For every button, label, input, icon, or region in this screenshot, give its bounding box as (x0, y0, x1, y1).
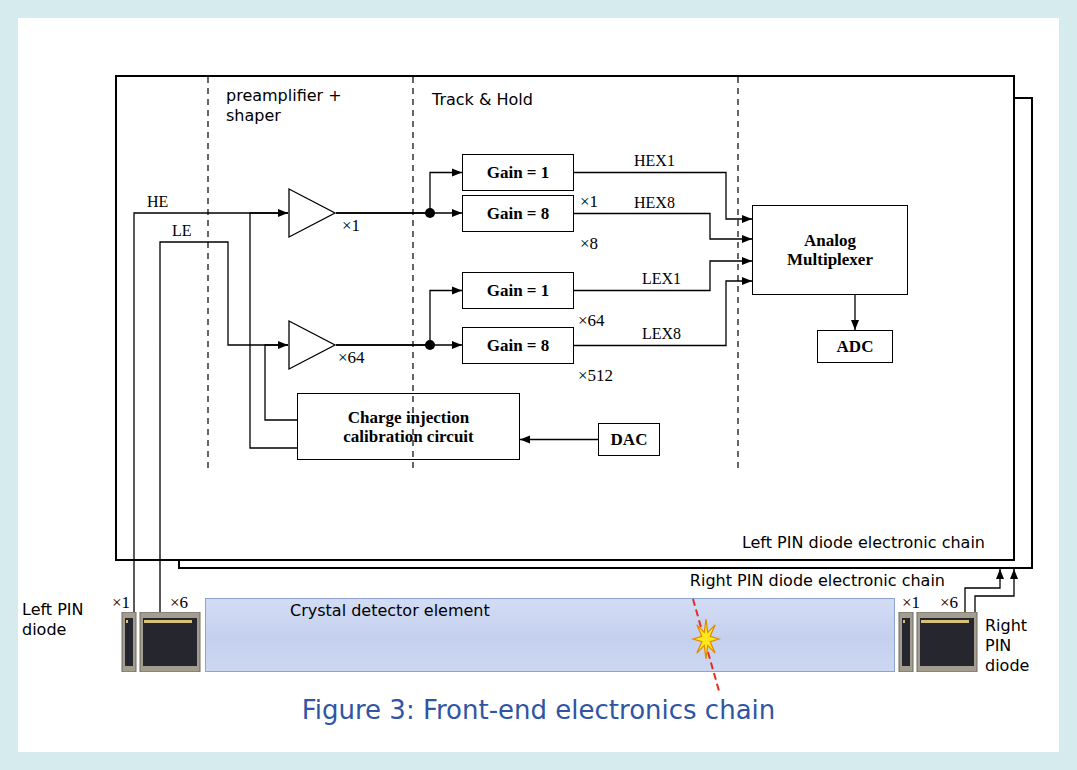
diode-size: ×1 (902, 593, 920, 612)
signal-wire (574, 281, 752, 346)
chip-contact (903, 620, 905, 623)
adc-box: ADC (817, 330, 893, 363)
signal-wire (336, 173, 462, 214)
chain-label: Left PIN diode electronic chain (117, 533, 1013, 553)
box-label: Analog Multiplexer (775, 231, 885, 269)
gain-factor: ×64 (338, 348, 365, 367)
electronics-chain-box: ×1 ×64 Gain = 1 Gain = 8 Gain = 1 Gain = 8 Ana… (115, 75, 1015, 561)
signal-wire (574, 173, 752, 220)
box-label: Gain = 1 (487, 281, 550, 300)
box-label: Charge injection calibration circuit (329, 408, 489, 446)
particle-path (693, 599, 719, 691)
gain-factor: ×64 (578, 311, 605, 330)
signal-wire (336, 212, 462, 213)
signal-wire (975, 569, 1014, 612)
crystal-bar: Crystal detector element (205, 598, 895, 672)
pin-diode: Right PIN diode (897, 612, 979, 672)
gain-factor: ×8 (580, 234, 598, 253)
amplifier: ×64 (288, 320, 336, 370)
chip-frame (122, 612, 136, 672)
chip-die (125, 618, 133, 666)
diode-size: ×1 (112, 593, 130, 612)
energy-deposit-spark (693, 619, 719, 659)
figure-caption: Figure 3: Front-end electronics chain (0, 694, 1077, 726)
signal-wire (265, 345, 297, 420)
multiplexer-box: Analog Multiplexer (752, 205, 908, 295)
pin-diode-photo (120, 612, 202, 672)
amplifier-symbol (288, 320, 336, 370)
signal-name: LEX8 (640, 325, 683, 342)
chip-frame (917, 612, 977, 672)
crystal-label: Crystal detector element (206, 601, 894, 621)
amplifier: ×1 (288, 188, 336, 238)
box-label: DAC (611, 430, 648, 449)
pin-diode-label: Right PIN diode (985, 616, 1047, 676)
gain-box: Gain = 8 (462, 327, 574, 364)
gain-box: Gain = 1 (462, 272, 574, 309)
section-heading: Track & Hold (432, 90, 533, 110)
signal-name: HEX1 (632, 152, 677, 169)
signal-name: HEX8 (632, 194, 677, 211)
chip-die (902, 618, 910, 666)
pin-diode: Left PIN diode (120, 612, 202, 672)
gain-factor: ×1 (580, 192, 598, 211)
amplifier-triangle (289, 189, 335, 237)
chain-label: Right PIN diode electronic chain (178, 571, 1033, 591)
signal-wire (854, 295, 855, 330)
gain-factor: ×512 (578, 366, 613, 385)
box-label: ADC (837, 337, 874, 356)
signal-name: LEX1 (640, 270, 683, 287)
signal-wire (160, 242, 288, 612)
pin-diode-label: Left PIN diode (22, 600, 84, 640)
signal-wire (336, 291, 462, 346)
amplifier-symbol (288, 188, 336, 238)
signal-wire (336, 344, 462, 345)
section-heading: preamplifier + shaper (226, 86, 356, 126)
amplifier-triangle (289, 321, 335, 369)
electronics-chain-box: Right PIN diode electronic chain (178, 97, 1033, 569)
chip-die (920, 618, 974, 666)
signal-wire (574, 261, 752, 291)
box-label: Gain = 1 (487, 163, 550, 182)
diode-size: ×6 (940, 593, 958, 612)
box-label: Gain = 8 (487, 204, 550, 223)
gain-box: Gain = 1 (462, 154, 574, 191)
dac-box: DAC (598, 423, 660, 456)
chain-outline-line (179, 98, 1032, 568)
diode-size: ×6 (170, 593, 188, 612)
chip-frame (899, 612, 913, 672)
chain-outline (178, 97, 1033, 569)
section-divider (737, 77, 738, 470)
box-label: Gain = 8 (487, 336, 550, 355)
signal-wire (520, 439, 598, 440)
calibration-box: Charge injection calibration circuit (297, 393, 520, 460)
gain-factor: ×1 (342, 216, 360, 235)
gain-box: Gain = 8 (462, 195, 574, 232)
pin-diode-photo (897, 612, 979, 672)
signal-name: HE (145, 193, 170, 210)
chip-die (143, 618, 197, 666)
chip-contact (921, 620, 969, 623)
chip-contact (144, 620, 192, 623)
signal-wire (250, 213, 297, 448)
signal-wire (965, 569, 1000, 612)
chip-contact (126, 620, 128, 623)
signal-name: LE (170, 222, 194, 239)
section-divider (207, 77, 208, 470)
chip-frame (140, 612, 200, 672)
signal-wire (574, 214, 752, 240)
